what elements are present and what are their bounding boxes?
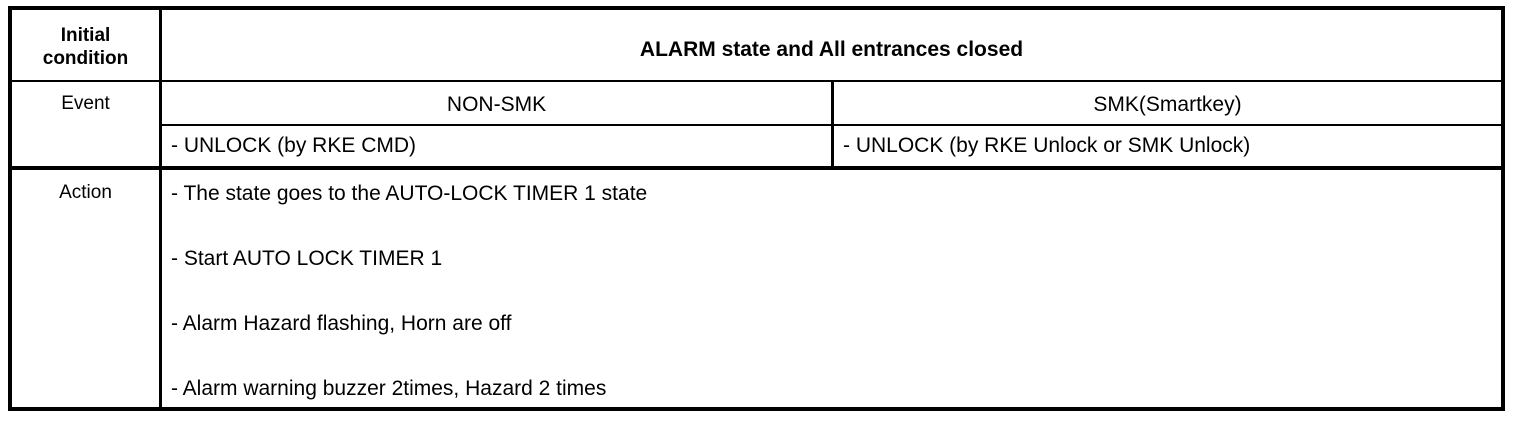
row-divider-initial-condition: [12, 80, 1501, 82]
action-item: - Alarm warning buzzer 2times, Hazard 2 …: [171, 377, 607, 400]
column-divider-label: [159, 10, 162, 407]
row-label-initial-condition: Initial condition: [12, 24, 159, 70]
row-divider-event-header: [162, 124, 1501, 126]
action-item: - Alarm Hazard flashing, Horn are off: [171, 312, 512, 335]
action-item: - The state goes to the AUTO-LOCK TIMER …: [171, 182, 648, 205]
event-value-non-smk: - UNLOCK (by RKE CMD): [171, 134, 417, 157]
column-header-non-smk: NON-SMK: [446, 93, 547, 116]
action-list: - The state goes to the AUTO-LOCK TIMER …: [171, 182, 1495, 442]
row-label-initial-condition-line2: condition: [42, 48, 129, 70]
specification-table: Initial condition ALARM state and All en…: [8, 6, 1505, 411]
row-label-event: Event: [61, 93, 110, 114]
column-header-smk: SMK(Smartkey): [1093, 93, 1242, 116]
event-value-smk: - UNLOCK (by RKE Unlock or SMK Unlock): [843, 134, 1251, 157]
row-label-initial-condition-line1: Initial: [60, 25, 111, 46]
row-divider-action: [12, 166, 1501, 170]
document-page: Initial condition ALARM state and All en…: [8, 6, 1505, 411]
row-label-action: Action: [59, 182, 112, 203]
action-item: - Start AUTO LOCK TIMER 1: [171, 247, 443, 270]
initial-condition-value: ALARM state and All entrances closed: [639, 38, 1024, 61]
